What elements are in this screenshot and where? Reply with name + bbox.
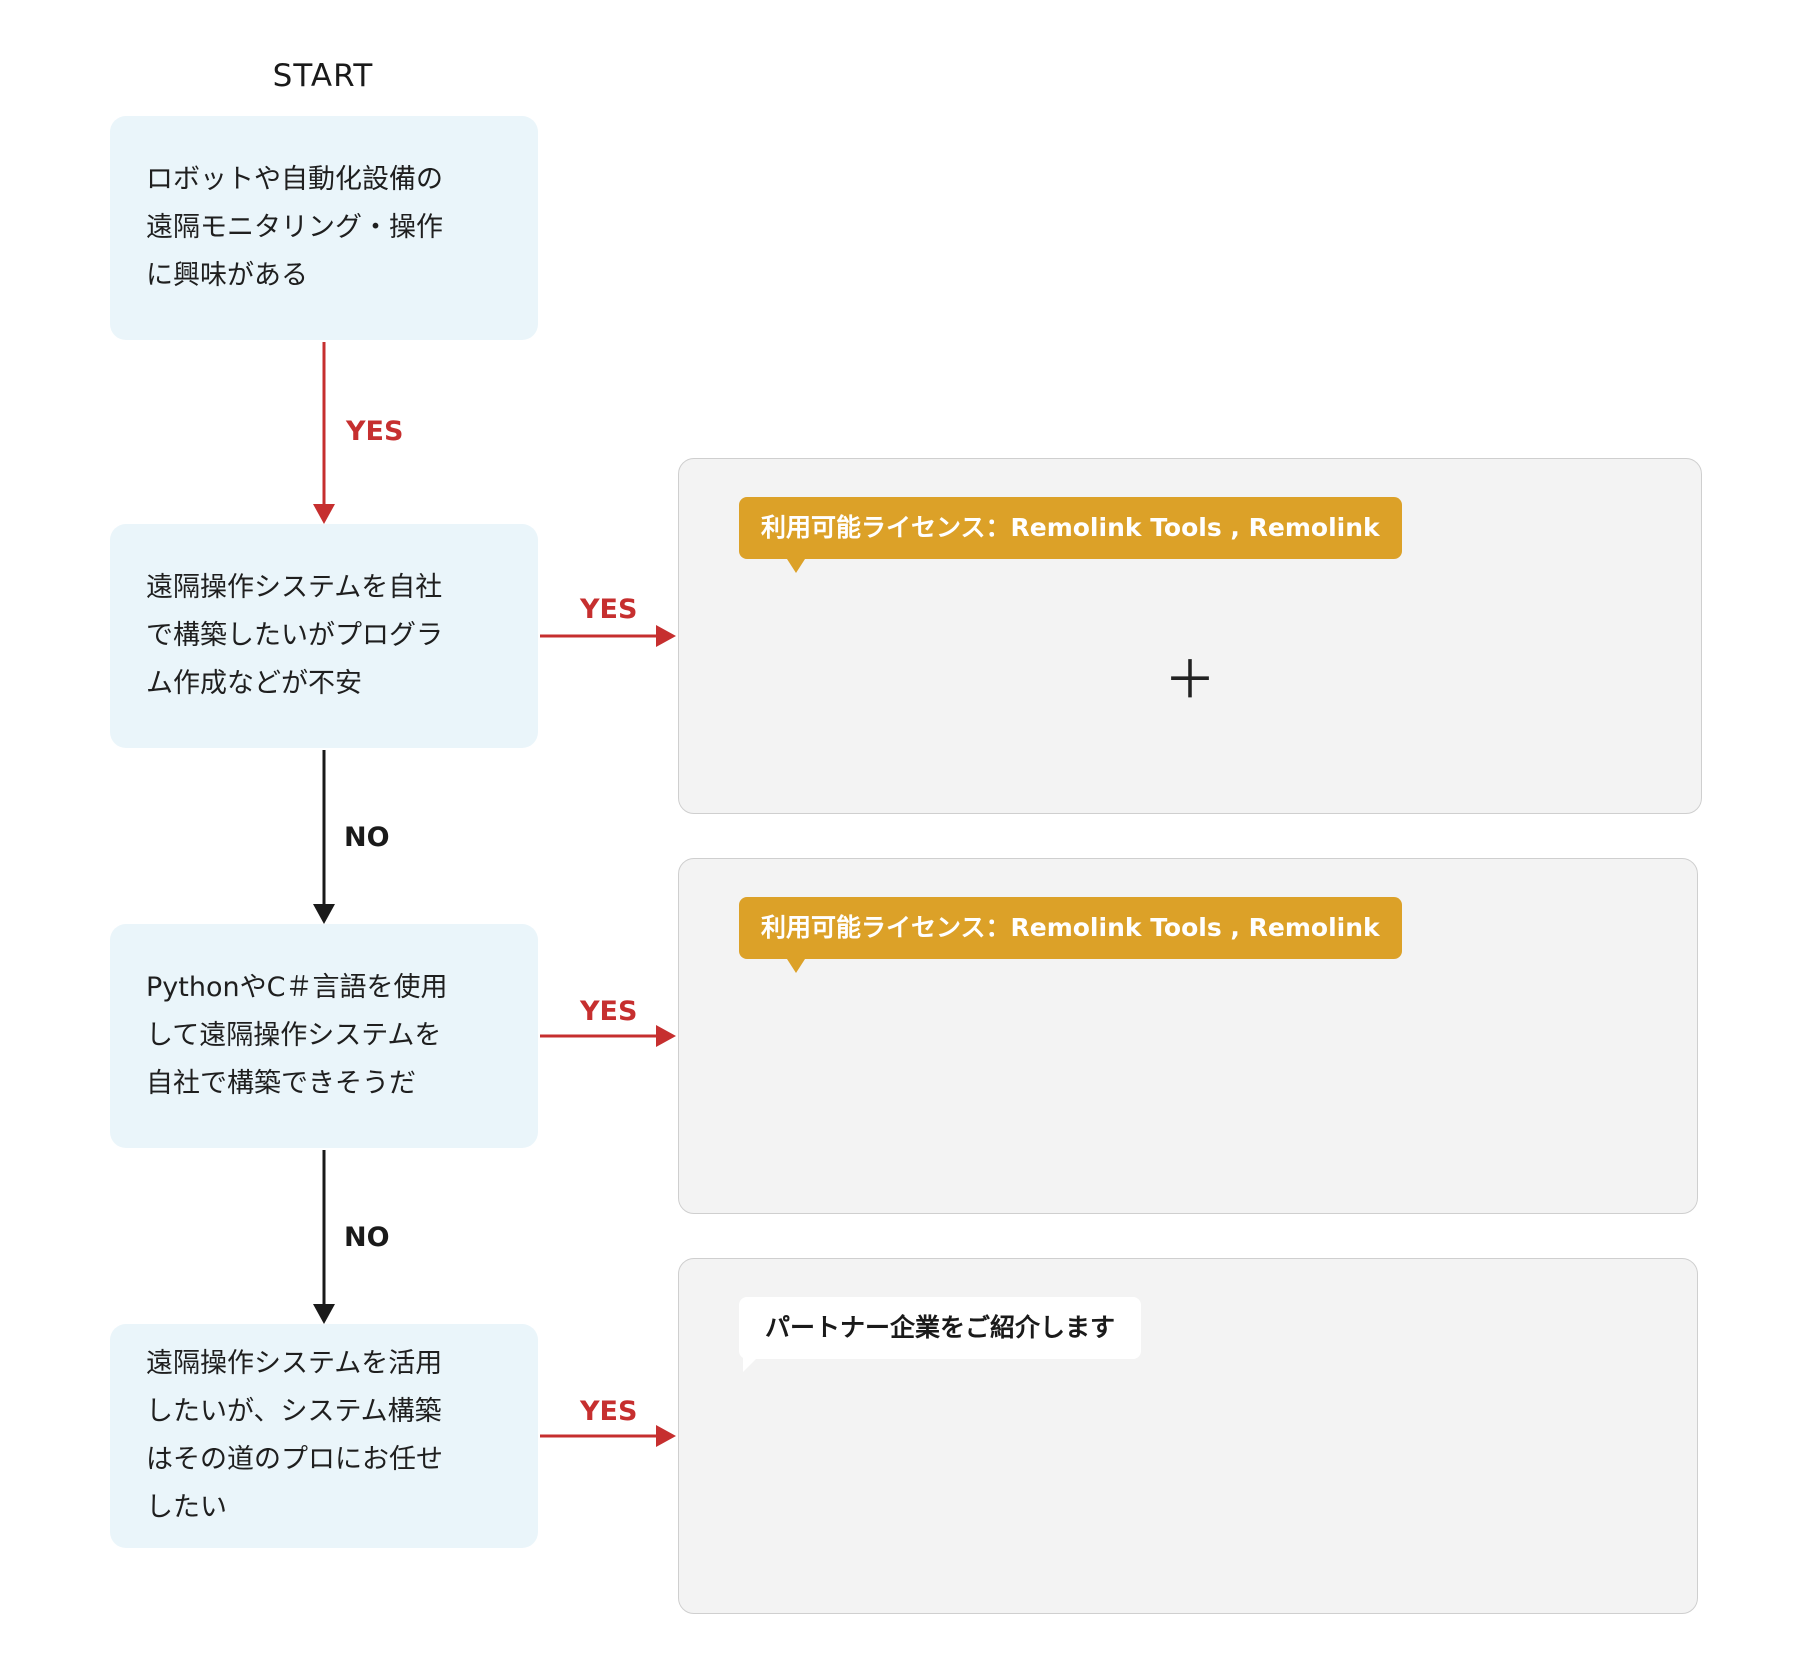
question-box-4: 遠隔操作システムを活用 したいが、システム構築 はその道のプロにお任せ したい — [110, 1324, 538, 1548]
answer-panel-1: 利用可能ライセンス：Remolink Tools , Remolink ＋ — [678, 458, 1702, 814]
arrow-no-down-1-head — [313, 904, 335, 924]
question-text-2: 遠隔操作システムを自社 で構築したいがプログラ ム作成などが不安 — [146, 572, 443, 699]
yes-label-4: YES — [580, 1396, 638, 1427]
question-text-1: ロボットや自動化設備の 遠隔モニタリング・操作 に興味がある — [146, 164, 443, 291]
arrow-yes-down-head — [313, 504, 335, 524]
start-label: START — [272, 58, 374, 94]
no-label-2: NO — [344, 1222, 390, 1253]
partner-badge: パートナー企業をご紹介します — [739, 1297, 1142, 1372]
arrow-no-down-2-head — [313, 1304, 335, 1324]
plus-icon: ＋ — [1163, 651, 1216, 711]
yes-label-1: YES — [346, 416, 404, 447]
question-box-1: ロボットや自動化設備の 遠隔モニタリング・操作 に興味がある — [110, 116, 538, 340]
arrow-yes-right-1-head — [656, 625, 676, 647]
arrow-yes-right-3-head — [656, 1425, 676, 1447]
question-box-2: 遠隔操作システムを自社 で構築したいがプログラ ム作成などが不安 — [110, 524, 538, 748]
yes-label-2: YES — [580, 594, 638, 625]
yes-label-3: YES — [580, 996, 638, 1027]
license-badge-1: 利用可能ライセンス：Remolink Tools , Remolink — [739, 497, 1402, 573]
question-text-3: PythonやC＃言語を使用 して遠隔操作システムを 自社で構築できそうだ — [146, 972, 448, 1099]
arrow-yes-right-2-head — [656, 1025, 676, 1047]
question-text-4: 遠隔操作システムを活用 したいが、システム構築 はその道のプロにお任せ したい — [146, 1348, 443, 1523]
answer-panel-2: 利用可能ライセンス：Remolink Tools , Remolink — [678, 858, 1698, 1214]
license-badge-2: 利用可能ライセンス：Remolink Tools , Remolink — [739, 897, 1402, 973]
answer-panel-3: パートナー企業をご紹介します — [678, 1258, 1698, 1614]
no-label-1: NO — [344, 822, 390, 853]
question-box-3: PythonやC＃言語を使用 して遠隔操作システムを 自社で構築できそうだ — [110, 924, 538, 1148]
